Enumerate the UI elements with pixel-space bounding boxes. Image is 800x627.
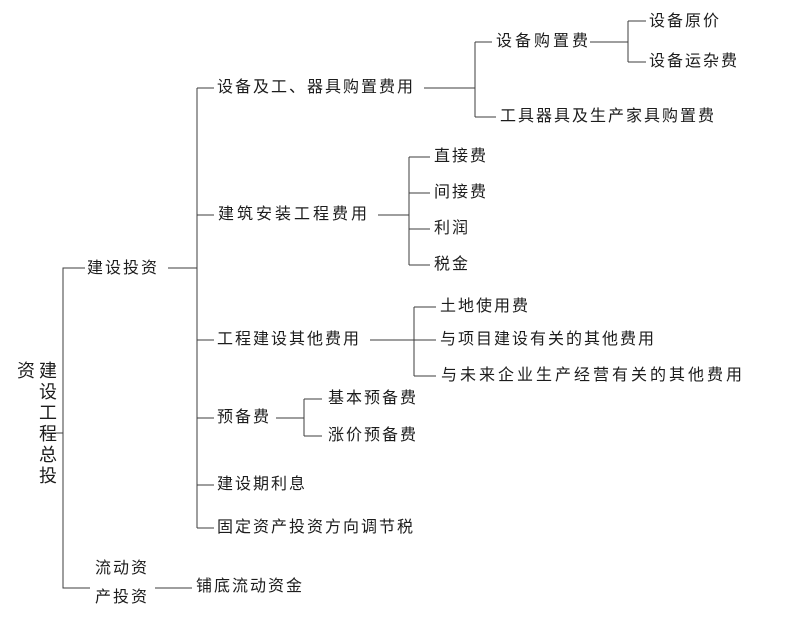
node-construction-period-interest: 建设期利息 — [217, 476, 308, 493]
node-equipment-original-price: 设备原价 — [649, 13, 722, 30]
node-equipment-freight-fee: 设备运杂费 — [649, 53, 740, 70]
node-reserve-fee: 预备费 — [217, 409, 272, 426]
node-working-capital-investment: 流动资 产投资 — [95, 560, 150, 606]
node-other-project-cost: 工程建设其他费用 — [217, 331, 362, 348]
node-initial-working-capital: 铺底流动资金 — [196, 578, 305, 595]
node-tools-furniture-purchase-fee: 工具器具及生产家具购置费 — [500, 108, 717, 125]
node-equipment-purchase-fee: 设备购置费 — [496, 33, 592, 50]
node-equipment-tools-cost: 设备及工、器具购置费用 — [217, 79, 416, 96]
node-basic-reserve-fee: 基本预备费 — [328, 390, 419, 407]
node-future-operation-related-other-fee: 与未来企业生产经营有关的其他费用 — [441, 367, 746, 384]
node-root-total-investment: 建设工程总投资 — [15, 361, 57, 487]
node-construction-investment: 建设投资 — [87, 260, 160, 277]
node-direct-fee: 直接费 — [434, 148, 489, 165]
node-tax: 税金 — [434, 256, 471, 273]
line-main-bracket — [62, 267, 90, 589]
node-construction-installation-cost: 建筑安装工程费用 — [218, 206, 371, 223]
node-price-increase-reserve-fee: 涨价预备费 — [328, 427, 419, 444]
node-fixed-asset-adjustment-tax: 固定资产投资方向调节税 — [217, 519, 416, 536]
node-land-use-fee: 土地使用费 — [440, 298, 531, 315]
node-profit: 利润 — [434, 220, 471, 237]
node-project-related-other-fee: 与项目建设有关的其他费用 — [440, 331, 657, 348]
node-indirect-fee: 间接费 — [434, 184, 489, 201]
